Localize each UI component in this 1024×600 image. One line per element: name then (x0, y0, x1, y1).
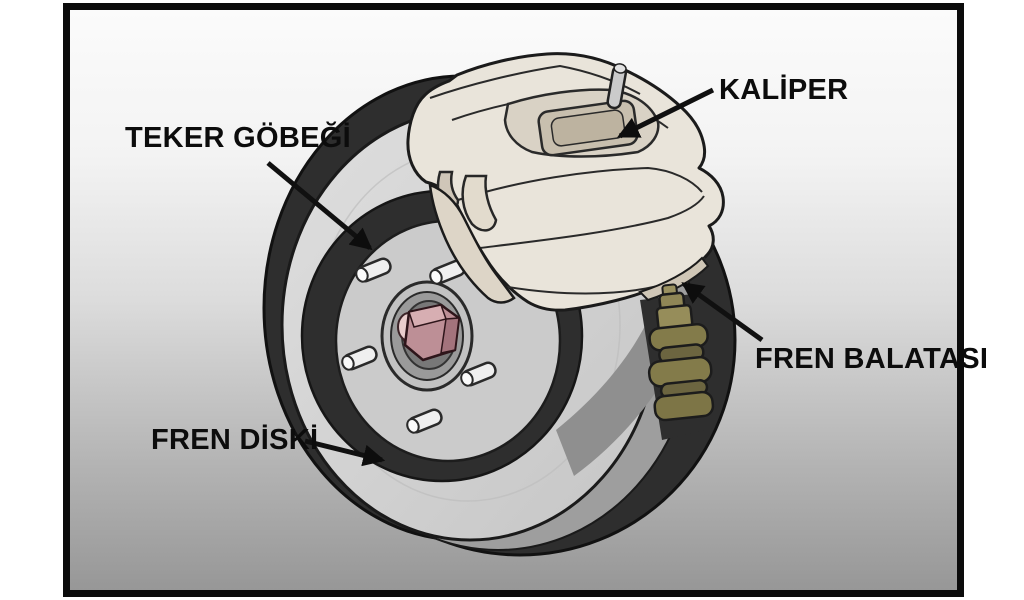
caliper-crease-lower (479, 195, 705, 249)
brake-caliper (406, 52, 725, 312)
caliper-guide-pin (606, 63, 628, 110)
lug-stud (341, 345, 378, 371)
label-brake-disc: FREN DİSKİ (151, 424, 319, 456)
lug-studs (341, 257, 497, 434)
caliper-arrow (617, 87, 715, 139)
lug-stud (355, 257, 392, 283)
caliper-mount-ear (428, 183, 516, 304)
caliper-inner-lobe (461, 174, 498, 232)
wheel-hub-arrow (266, 161, 373, 251)
label-brake-pad: FREN BALATASI (755, 343, 989, 375)
boot-ring-5 (653, 390, 715, 422)
label-caliper: KALİPER (719, 74, 849, 106)
brake-disc-arrow (304, 438, 386, 467)
lug-stud (460, 361, 497, 387)
guide-pin-boot (647, 283, 715, 422)
lug-stud (406, 408, 443, 434)
caliper-crease-mid (457, 166, 703, 201)
hub-nut-side-facet (440, 317, 460, 354)
wheel-hub (380, 280, 474, 392)
label-wheel-hub: TEKER GÖBEĞİ (125, 122, 351, 154)
annotation-arrows (266, 87, 764, 467)
brake-pad-arrow (681, 281, 764, 343)
